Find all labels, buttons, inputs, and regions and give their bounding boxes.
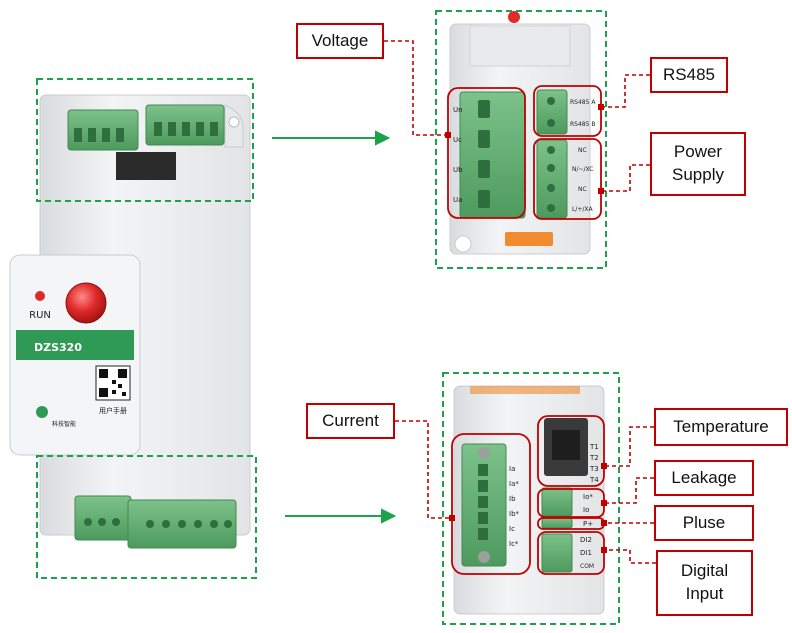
top-panel-frame: [435, 10, 607, 269]
voltage-terminal-label: Ub: [453, 166, 463, 174]
power-supply-callout: Power Supply: [650, 132, 746, 196]
device-top-highlight: [36, 78, 254, 202]
power-supply-callout-text: Power: [673, 142, 723, 162]
leakage-terminal-label: Io*: [583, 493, 593, 501]
device-bottom-highlight: [36, 455, 257, 579]
connector-dots: [445, 104, 607, 553]
arrow-right-icon: [272, 130, 391, 146]
current-callout: Current: [306, 403, 395, 439]
brand-logo-icon: [36, 406, 48, 418]
pulse-callout: Pluse: [654, 505, 754, 541]
device-image: RUN DZS320 用户手册 科技智能: [0, 94, 251, 549]
bottom-panel-frame: [442, 372, 620, 625]
rs485-highlight: [533, 85, 602, 137]
temperature-terminal-label: T4: [589, 476, 599, 484]
digital-input-callout-text: Input: [685, 584, 724, 603]
rs485-callout-text: RS485: [663, 64, 715, 84]
leakage-callout: Leakage: [654, 460, 754, 496]
power-label: NC: [578, 147, 587, 154]
voltage-callout-text: Voltage: [311, 30, 369, 50]
current-callout-text: Current: [322, 410, 379, 430]
voltage-terminal-label: Uc: [453, 136, 462, 144]
digital-terminal-label: COM: [580, 563, 594, 570]
power-label: L/+/XA: [572, 206, 594, 213]
temperature-terminal-label: T1: [589, 443, 599, 451]
current-terminal-label: Ic: [509, 525, 515, 533]
current-terminal-label: Ib: [509, 495, 516, 503]
digital-input-callout-text: Digital: [680, 561, 729, 581]
power-label: NC: [578, 186, 587, 193]
digital-input-callout: Digital Input: [656, 550, 753, 616]
rs485-label: RS485 A: [570, 99, 596, 106]
voltage-callout: Voltage: [296, 23, 384, 59]
model-label: DZS320: [34, 341, 82, 354]
temperature-terminal-label: T2: [589, 454, 599, 462]
brand-label: 科技智能: [52, 420, 76, 428]
power-supply-highlight: [533, 138, 602, 220]
temperature-terminal-label: T3: [589, 465, 599, 473]
bottom-panel-image: [453, 385, 605, 615]
current-terminal-label: Ic*: [509, 540, 519, 548]
leakage-callout-text: Leakage: [671, 467, 737, 487]
voltage-terminal-label: Ua: [453, 196, 462, 204]
temperature-highlight: [537, 415, 605, 487]
power-supply-callout-text: Supply: [672, 165, 724, 184]
voltage-highlight: [447, 87, 526, 219]
rs485-callout: RS485: [650, 57, 728, 93]
pulse-terminal-label: P+: [583, 520, 593, 528]
pulse-callout-text: Pluse: [682, 512, 726, 532]
arrow-right-icon: [285, 508, 397, 524]
qr-code-icon: [95, 365, 131, 401]
current-terminal-label: Ia: [509, 465, 515, 473]
rs485-label: RS485 B: [570, 121, 595, 128]
run-label: RUN: [29, 310, 51, 321]
digital-terminal-label: DI1: [580, 549, 592, 557]
manual-label: 用户手册: [99, 406, 127, 415]
temperature-callout: Temperature: [654, 408, 788, 446]
leakage-terminal-label: Io: [583, 506, 589, 514]
current-terminal-label: Ib*: [509, 510, 520, 518]
power-label: N/~/XC: [572, 166, 593, 173]
voltage-terminal-label: Un: [453, 106, 463, 114]
digital-terminal-label: DI2: [580, 536, 592, 544]
current-terminal-label: Ia*: [509, 480, 519, 488]
callout-connectors: [384, 40, 656, 564]
temperature-callout-text: Temperature: [673, 416, 769, 436]
current-highlight: [451, 433, 531, 575]
